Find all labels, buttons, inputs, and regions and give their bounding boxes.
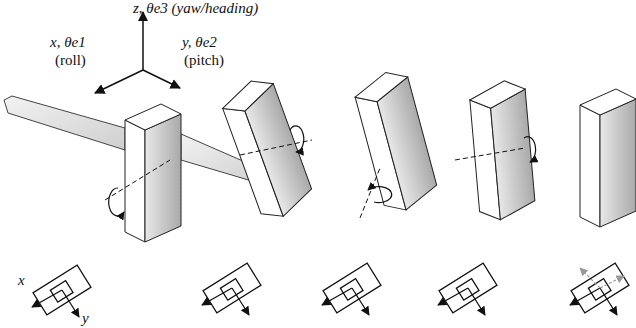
axis-label: x bbox=[18, 272, 25, 289]
axis-label: y, θe2 bbox=[182, 34, 217, 51]
axis-label: z, θe3 (yaw/heading) bbox=[133, 0, 258, 17]
axis-label: y bbox=[82, 310, 89, 327]
axis-label: x, θe1 bbox=[50, 34, 86, 51]
rotation-name: (roll) bbox=[55, 52, 86, 69]
rotation-name: (pitch) bbox=[184, 52, 224, 69]
